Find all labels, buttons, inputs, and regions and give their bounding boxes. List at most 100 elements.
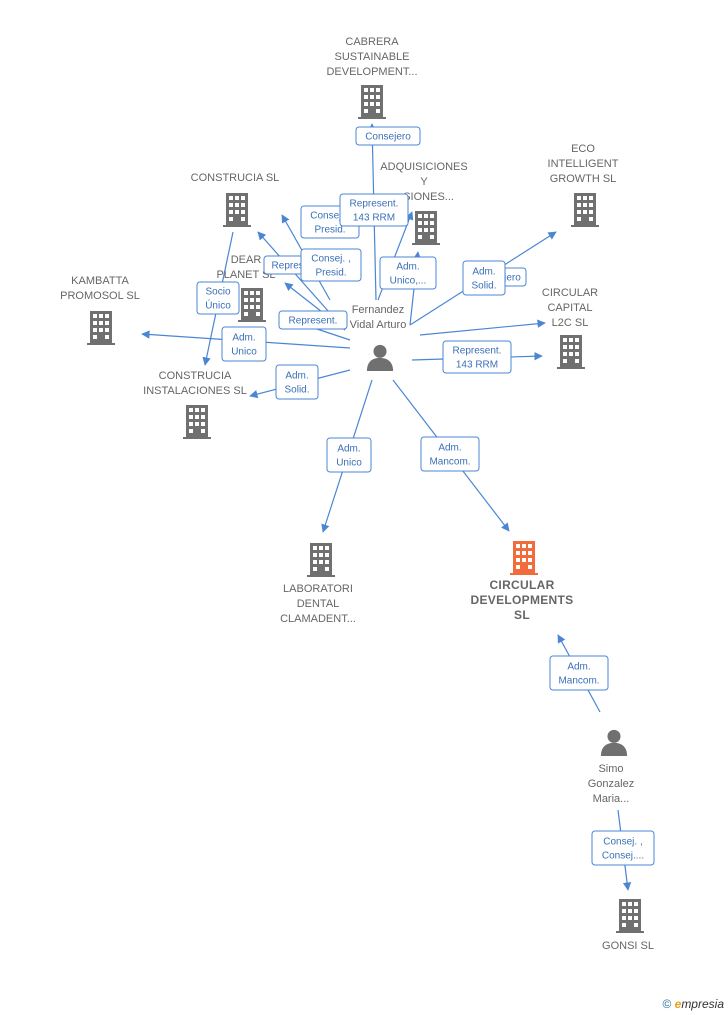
building-icon — [358, 85, 386, 119]
building-icon — [183, 405, 211, 439]
company-node-adquisiciones[interactable]: ADQUISICIONES Y ...SIONES... — [380, 161, 468, 245]
nodes-layer: CABRERA SUSTAINABLE DEVELOPMENT... ADQUISIC… — [60, 36, 654, 952]
edge-label-text: Unico — [231, 347, 257, 358]
company-name-line: ECO — [571, 143, 595, 155]
company-name-line: DEAR — [231, 254, 262, 266]
company-name-line: CIRCULAR — [542, 287, 598, 299]
edge-label-text: Unico,... — [390, 276, 427, 287]
company-name-line: DENTAL — [297, 598, 340, 610]
edge-label-e13[interactable]: Represent.143 RRM — [442, 340, 512, 374]
edge-label-text: Represent. — [289, 316, 338, 327]
company-name-line: CLAMADENT... — [280, 613, 356, 625]
edge-label-box — [196, 281, 240, 315]
edge-label-text: Solid. — [284, 385, 309, 396]
edge-label-box — [462, 260, 506, 296]
edge-label-box — [339, 193, 409, 227]
company-node-eco[interactable]: ECO INTELLIGENT GROWTH SL — [548, 143, 619, 227]
company-name-line: CABRERA — [345, 36, 399, 48]
edge-label-e14[interactable]: Adm.Unico — [326, 437, 372, 473]
company-name-line: PLANET SL — [216, 269, 275, 281]
company-name-line: Y — [420, 176, 428, 188]
company-name-line: CONSTRUCIA — [159, 370, 232, 382]
company-name-line: DEVELOPMENT... — [326, 66, 417, 78]
company-node-cabrera[interactable]: CABRERA SUSTAINABLE DEVELOPMENT... — [326, 36, 418, 119]
edge-label-text: Represent. — [272, 261, 321, 272]
company-node-gonsi[interactable]: GONSI SL — [602, 899, 654, 952]
edge-label-e17[interactable]: Consej. , Consej.... — [591, 830, 655, 866]
building-icon — [510, 541, 538, 575]
edge-label-box — [275, 364, 319, 400]
edge-label-text: Socio — [205, 287, 230, 298]
edge-label-text: Consej. , — [603, 837, 642, 848]
edge-label-text: Unico — [336, 458, 362, 469]
edge-label-e10[interactable]: Represent. — [278, 310, 348, 330]
empresia-logo-e: e — [674, 997, 682, 1011]
edge-label-box — [379, 256, 437, 290]
edge-label-text: Único — [205, 299, 231, 312]
edge-label-e15[interactable]: Adm.Mancom. — [420, 436, 480, 472]
edge-label-text: Adm. — [232, 333, 255, 344]
company-node-construcia[interactable]: CONSTRUCIA SL — [191, 172, 280, 227]
edge-label-text: Mancom. — [558, 676, 599, 687]
company-node-construcia_inst[interactable]: CONSTRUCIA INSTALACIONES SL — [143, 370, 247, 439]
building-icon — [223, 193, 251, 227]
company-name-line: INSTALACIONES SL — [143, 385, 247, 397]
building-icon — [616, 899, 644, 933]
company-name-line: INTELLIGENT — [548, 158, 619, 170]
building-icon — [87, 311, 115, 345]
company-name-line: CIRCULAR — [489, 578, 554, 592]
edge-label-text: 143 RRM — [353, 213, 395, 224]
edge-label-text: Represent. — [453, 346, 502, 357]
edge-label-e11[interactable]: Adm. Unico — [221, 326, 267, 362]
company-node-dear[interactable]: DEAR PLANET SL — [216, 254, 276, 322]
person-icon — [600, 729, 628, 756]
edge-label-text: Consej. , — [311, 254, 350, 265]
company-name-line: ...SIONES... — [394, 191, 454, 203]
edge-label-box — [326, 437, 372, 473]
company-name-line: ADQUISICIONES — [380, 161, 467, 173]
edge-label-text: Adm. — [567, 662, 590, 673]
company-name-line: DEVELOPMENTS — [471, 593, 574, 607]
edge-label-text: Consejero — [365, 132, 411, 143]
edge-label-e1[interactable]: Consejero — [355, 126, 421, 146]
person-icon — [366, 344, 394, 371]
building-icon — [571, 193, 599, 227]
company-name-line: GROWTH SL — [550, 173, 617, 185]
edge-label-e12[interactable]: Adm.Solid. — [275, 364, 319, 400]
company-node-laboratori[interactable]: LABORATORIDENTALCLAMADENT... — [280, 543, 356, 625]
edge-label-e3[interactable]: Represent. 143 RRM — [339, 193, 409, 227]
edge-label-box — [442, 340, 512, 374]
person-name-line: Maria... — [593, 793, 630, 805]
empresia-logo-text: mpresia — [681, 997, 724, 1011]
building-icon — [307, 543, 335, 577]
empresia-footer[interactable]: © empresia — [662, 997, 724, 1011]
company-name-line: SUSTAINABLE — [335, 51, 410, 63]
edge-label-text: Adm. — [396, 262, 419, 273]
edge-label-e16[interactable]: Adm. Mancom. — [549, 655, 609, 691]
company-name-line: CONSTRUCIA SL — [191, 172, 280, 184]
edge-label-text: Represent. — [350, 199, 399, 210]
edge-label-e6[interactable]: Adm. Unico,... — [379, 256, 437, 290]
person-name-line: Simo — [598, 763, 623, 775]
edge-label-text: Consej.... — [602, 851, 644, 862]
edge-label-e8[interactable]: Adm.Solid. — [462, 260, 506, 296]
person-node-simo[interactable]: SimoGonzalezMaria... — [588, 729, 634, 805]
edge-label-box — [355, 126, 421, 146]
edge-label-e5[interactable]: Consej. ,Presid. — [300, 248, 362, 282]
edges-layer — [141, 123, 632, 891]
company-name-line: SL — [514, 608, 530, 622]
company-name-line: GONSI SL — [602, 940, 654, 952]
building-icon — [238, 288, 266, 322]
person-name-line: Gonzalez — [588, 778, 634, 790]
edge-label-box — [278, 310, 348, 330]
edge-label-text: Adm. — [472, 267, 495, 278]
person-name-line: Fernandez — [352, 304, 405, 316]
company-name-line: L2C SL — [552, 317, 589, 329]
